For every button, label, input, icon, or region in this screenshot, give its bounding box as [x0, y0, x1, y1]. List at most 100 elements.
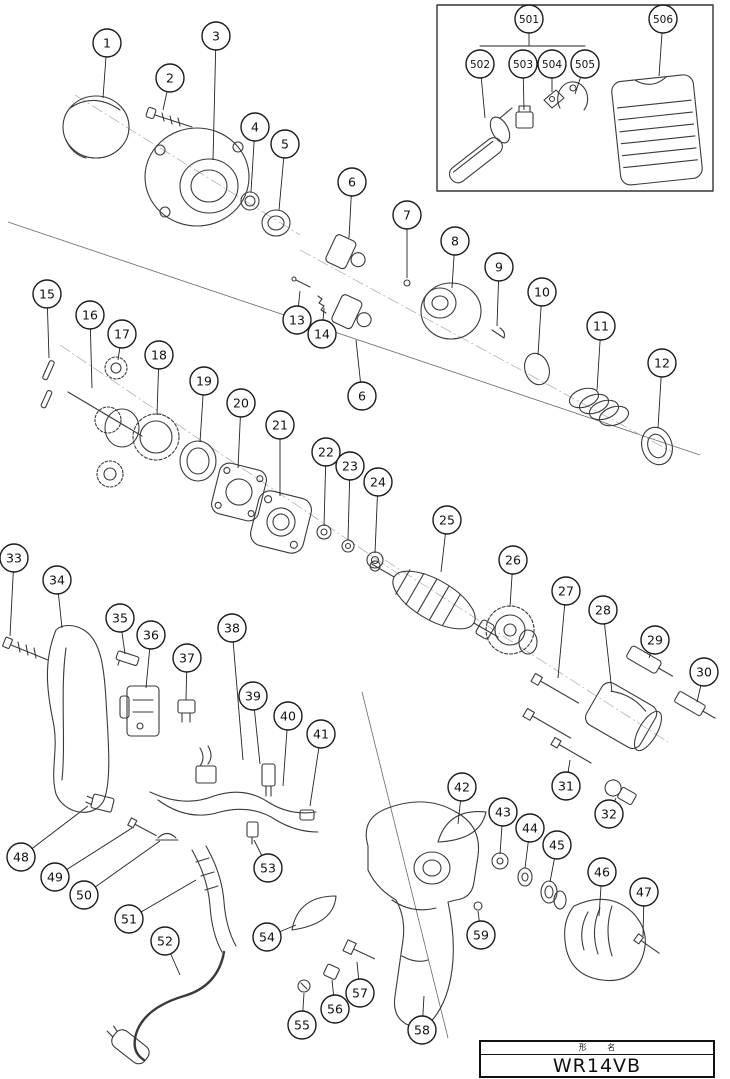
callout-48: 48: [6, 805, 89, 872]
callout-56: 56: [320, 979, 350, 1024]
svg-text:23: 23: [342, 459, 358, 474]
title-block: 形 名 WR14VB: [479, 1040, 715, 1078]
part-cord-clip-50: [155, 832, 179, 841]
callout-34: 34: [42, 565, 72, 629]
callout-12: 12: [647, 348, 677, 429]
svg-text:55: 55: [294, 1018, 310, 1033]
svg-text:11: 11: [593, 319, 609, 334]
part-bolt-57: [342, 939, 376, 960]
callout-42: 42: [447, 772, 477, 825]
svg-text:6: 6: [358, 389, 366, 404]
callout-5: 5: [270, 129, 300, 211]
svg-text:41: 41: [313, 727, 329, 742]
svg-text:13: 13: [289, 313, 305, 328]
callout-6: 6: [347, 339, 377, 411]
callout-7: 7: [392, 200, 422, 278]
svg-text:12: 12: [654, 356, 670, 371]
svg-text:31: 31: [558, 779, 574, 794]
part-valve-lower-6: [331, 294, 372, 330]
callout-2: 2: [155, 63, 185, 111]
part-pin-13: [291, 276, 311, 288]
callout-24: 24: [363, 467, 393, 554]
part-nut-55: [297, 979, 311, 993]
callout-16: 16: [75, 300, 105, 389]
svg-text:53: 53: [260, 861, 276, 876]
part-ring-gear-18: [132, 413, 180, 461]
callout-501: 501: [514, 4, 544, 46]
svg-text:16: 16: [82, 308, 98, 323]
callout-47: 47: [629, 877, 659, 937]
callout-57: 57: [345, 961, 375, 1008]
callout-10: 10: [527, 277, 557, 356]
svg-text:37: 37: [179, 651, 195, 666]
part-housing-58: [365, 801, 480, 1028]
svg-text:24: 24: [370, 475, 386, 490]
callout-21: 21: [265, 410, 295, 496]
svg-text:52: 52: [157, 934, 173, 949]
part-pins-15: [40, 360, 55, 409]
callout-502: 502: [465, 49, 495, 119]
part-handle-cover-34: [46, 624, 110, 813]
part-washer-22: [316, 524, 332, 540]
svg-text:20: 20: [233, 396, 249, 411]
callout-6: 6: [337, 167, 367, 239]
callout-11: 11: [586, 311, 616, 391]
svg-text:46: 46: [594, 865, 610, 880]
svg-text:38: 38: [224, 621, 240, 636]
inset-box: [436, 4, 714, 192]
callout-39: 39: [238, 681, 268, 765]
svg-text:32: 32: [601, 807, 617, 822]
part-bolt-33: [2, 636, 49, 661]
part-screws-27: [522, 672, 580, 739]
callout-59: 59: [466, 910, 496, 950]
callout-55: 55: [287, 992, 317, 1040]
part-pin-59: [473, 901, 483, 911]
part-washer-43: [491, 852, 509, 870]
part-baffle-42: [437, 811, 487, 843]
svg-text:1: 1: [103, 36, 111, 51]
part-brush-30: [674, 691, 716, 719]
part-baffle-54: [291, 895, 337, 931]
title-block-field-label: 形 名: [481, 1042, 713, 1055]
callout-8: 8: [440, 226, 470, 289]
svg-text:10: 10: [534, 285, 550, 300]
callout-44: 44: [515, 813, 545, 869]
svg-text:47: 47: [636, 885, 652, 900]
callout-504: 504: [537, 49, 567, 92]
part-anvil-8: [420, 282, 482, 340]
svg-text:45: 45: [549, 838, 565, 853]
callout-46: 46: [587, 857, 617, 917]
part-power-cord-52: [106, 950, 226, 1065]
svg-text:58: 58: [414, 1023, 430, 1038]
svg-text:26: 26: [505, 553, 521, 568]
svg-text:40: 40: [280, 709, 296, 724]
part-spring-11: [568, 387, 630, 427]
svg-text:33: 33: [6, 551, 22, 566]
svg-text:503: 503: [513, 59, 533, 71]
part-tail-cover-46: [564, 898, 646, 982]
part-washer-23: [341, 539, 355, 553]
callout-27: 27: [551, 576, 581, 679]
callout-53: 53: [253, 839, 283, 883]
parts-layer: [2, 4, 716, 1065]
callout-30: 30: [689, 657, 719, 703]
part-ring-19: [179, 440, 217, 482]
callout-1: 1: [92, 28, 122, 99]
callout-58: 58: [407, 995, 437, 1045]
part-pin-9: [491, 327, 506, 339]
callout-31: 31: [551, 759, 581, 801]
part-spindle-16: [67, 391, 143, 488]
svg-text:29: 29: [647, 633, 663, 648]
svg-text:42: 42: [454, 780, 470, 795]
part-clamp-503: [515, 105, 534, 129]
callout-33: 33: [0, 543, 29, 637]
part-brush-29: [626, 645, 674, 677]
callout-9: 9: [484, 252, 514, 327]
callout-20: 20: [226, 388, 256, 469]
callout-28: 28: [588, 595, 618, 693]
callout-45: 45: [542, 830, 572, 883]
part-sleeve-53: [246, 821, 259, 845]
svg-text:50: 50: [76, 888, 92, 903]
svg-text:34: 34: [49, 573, 65, 588]
part-inner-cover-21: [250, 490, 312, 554]
